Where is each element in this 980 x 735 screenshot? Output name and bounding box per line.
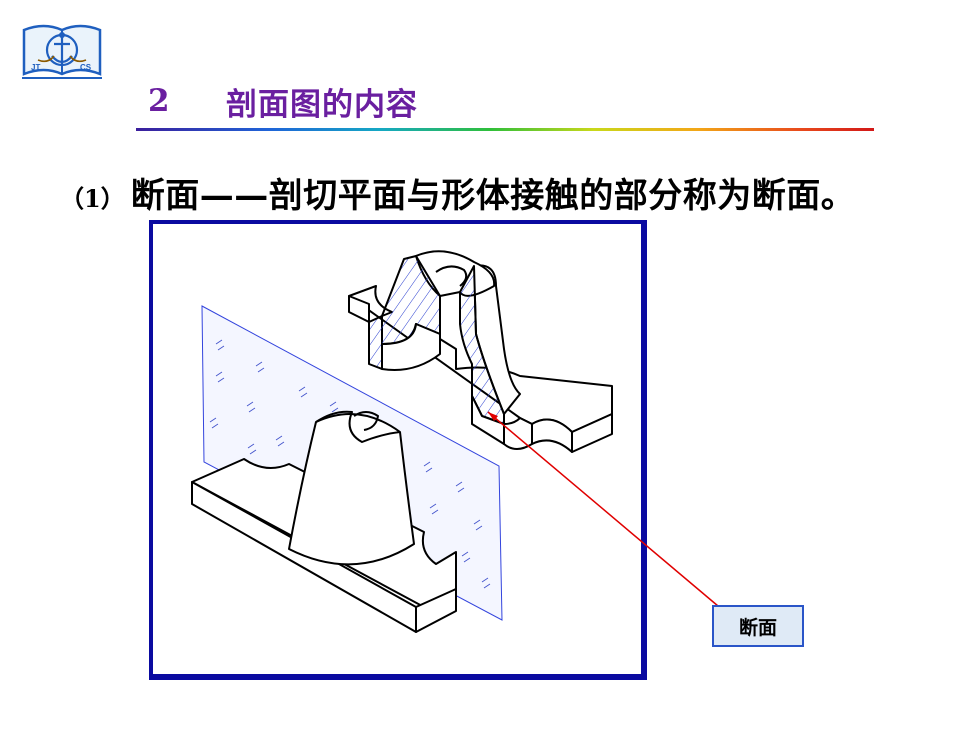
school-logo: JT CS <box>18 20 106 92</box>
rear-half-solid <box>348 250 613 453</box>
heading-text: 断面——剖切平面与形体接触的部分称为断面。 <box>130 176 856 216</box>
logo-text-right: CS <box>80 63 92 72</box>
heading-number: （1） <box>60 184 125 213</box>
section-title-row: 2 剖面图的内容 <box>148 78 418 124</box>
title-underline <box>136 128 874 131</box>
section-number: 2 <box>148 83 170 119</box>
section-illustration-frame <box>149 220 647 680</box>
section-face-right <box>459 265 505 425</box>
logo-text-left: JT <box>31 63 40 72</box>
section-illustration <box>191 250 613 633</box>
section-title: 剖面图的内容 <box>226 86 418 123</box>
section-callout-label: 断面 <box>712 605 804 647</box>
definition-heading: （1） 断面——剖切平面与形体接触的部分称为断面。 <box>60 168 855 218</box>
front-half-solid <box>191 410 457 633</box>
